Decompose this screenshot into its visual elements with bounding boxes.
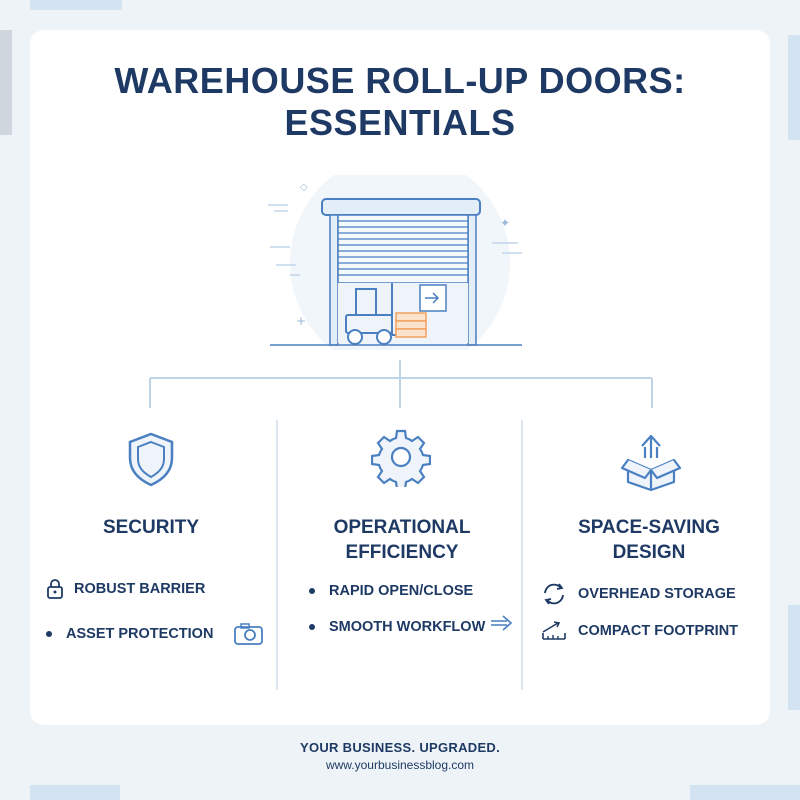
decor-right-bottom-bar — [788, 605, 800, 710]
list-item-label: ASSET PROTECTION — [66, 626, 214, 642]
rotate-arrows-icon — [544, 583, 564, 605]
column-divider — [276, 420, 278, 690]
bullet — [309, 588, 315, 594]
column-title-space-saving-design: SPACE-SAVING DESIGN — [578, 517, 720, 563]
measure-icon — [542, 621, 566, 640]
page-title: WAREHOUSE ROLL-UP DOORS: ESSENTIALS — [114, 60, 686, 143]
bullet — [46, 631, 52, 637]
decor-top-bar — [30, 0, 122, 10]
decor-bottom-right-bar — [690, 785, 800, 800]
list-item-label: OVERHEAD STORAGE — [578, 586, 736, 602]
footer-tagline: YOUR BUSINESS. UPGRADED. — [299, 740, 501, 755]
list-item-label: COMPACT FOOTPRINT — [578, 623, 739, 639]
list-item-label: SMOOTH WORKFLOW — [329, 619, 486, 635]
svg-text:✦: ✦ — [500, 216, 510, 230]
footer-url: www.yourbusinessblog.com — [325, 758, 475, 772]
list-item-rapid-open-close: RAPID OPEN/CLOSE — [305, 583, 473, 599]
list-item-label: ROBUST BARRIER — [74, 581, 206, 597]
camera-icon — [234, 623, 264, 645]
list-item-overhead-storage: OVERHEAD STORAGE — [540, 582, 736, 606]
warehouse-door-illustration: ◇ ✦ + — [268, 175, 522, 350]
bullet — [309, 624, 315, 630]
box-upload-icon — [620, 434, 682, 492]
arrow-right-icon — [491, 615, 513, 631]
list-item-compact-footprint: COMPACT FOOTPRINT — [540, 619, 738, 643]
connector-lines — [149, 360, 653, 408]
list-item-smooth-workflow: SMOOTH WORKFLOW — [305, 615, 513, 635]
svg-text:+: + — [296, 314, 306, 328]
column-title-operational-efficiency: OPERATIONAL EFFICIENCY — [333, 517, 471, 563]
column-title-security: SECURITY — [102, 517, 200, 538]
list-item-asset-protection: ASSET PROTECTION — [42, 622, 265, 646]
gear-icon — [371, 429, 431, 487]
shield-icon — [128, 432, 174, 487]
decor-right-bar — [788, 35, 800, 140]
decor-left-bar — [0, 30, 12, 135]
list-item-robust-barrier: ROBUST BARRIER — [46, 578, 205, 600]
svg-text:◇: ◇ — [300, 182, 308, 193]
padlock-icon — [47, 579, 63, 599]
decor-bottom-left-bar — [30, 785, 120, 800]
list-item-label: RAPID OPEN/CLOSE — [329, 583, 474, 599]
column-divider — [521, 420, 523, 690]
